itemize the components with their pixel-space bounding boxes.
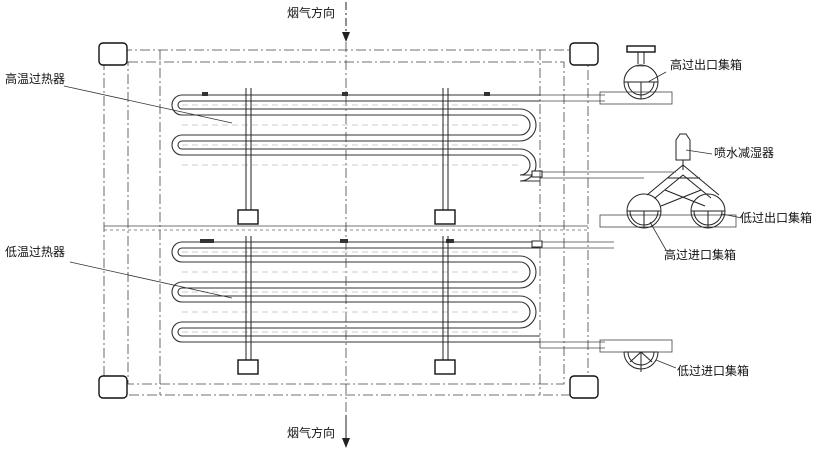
- gas-flow-arrow-bottom: [342, 415, 350, 448]
- leader-lines: [63, 71, 743, 369]
- hts-tube-bundle: [171, 92, 540, 182]
- hts-inlet-header: [626, 193, 662, 229]
- connecting-pipes: [531, 91, 737, 353]
- lts-label: 低温过热器: [5, 245, 65, 259]
- hts-outlet-header-label: 高过出口集箱: [670, 57, 742, 72]
- spray-desuperheater-label: 喷水减湿器: [714, 145, 774, 160]
- corner-blocks: [98, 42, 599, 399]
- lts-outlet-header-label: 低过出口集箱: [740, 210, 812, 225]
- hts-label: 高温过热器: [5, 71, 65, 86]
- gas-flow-label-bottom: 烟气方向: [287, 425, 335, 440]
- spray-desuperheater: [644, 133, 720, 207]
- lts-tube-bundle: [171, 239, 540, 343]
- lts-hangers: [237, 236, 456, 375]
- gas-flow-label-top: 烟气方向: [287, 5, 335, 20]
- hts-hangers: [237, 88, 456, 225]
- gas-flow-arrow-top: [342, 2, 350, 415]
- lts-outlet-header: [690, 193, 726, 229]
- hts-inlet-header-label: 高过进口集箱: [664, 247, 736, 262]
- lts-inlet-header: [623, 351, 659, 372]
- lts-inlet-header-label: 低过进口集箱: [677, 363, 749, 378]
- hts-outlet-header: [623, 45, 659, 100]
